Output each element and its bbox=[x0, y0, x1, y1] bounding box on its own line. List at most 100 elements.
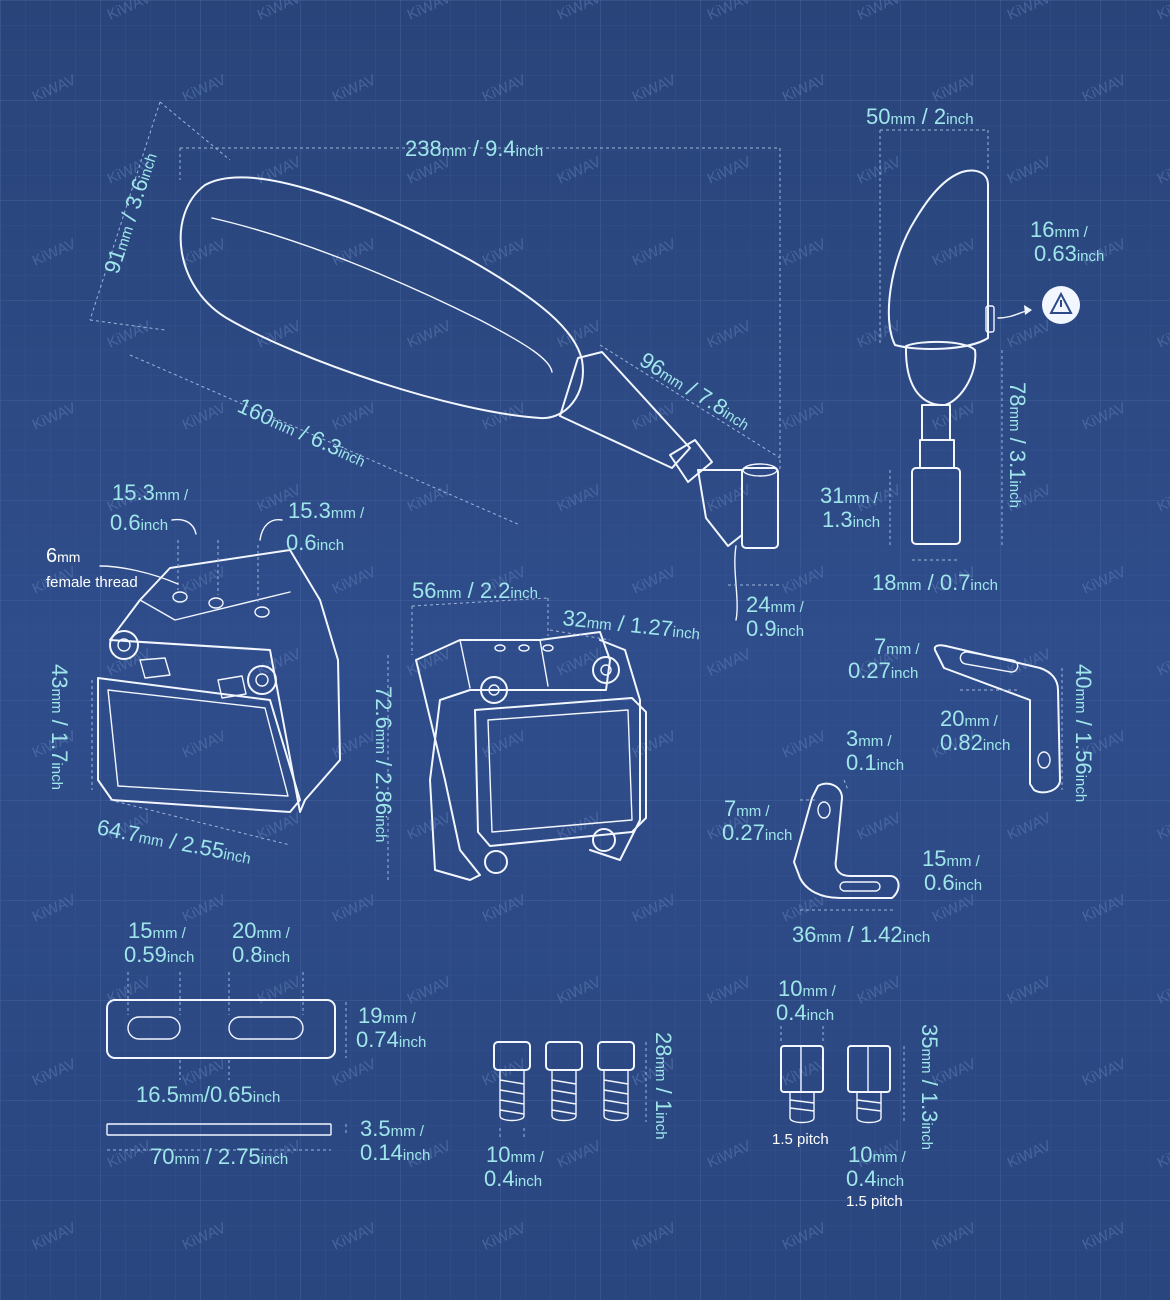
front-turn-signal bbox=[985, 305, 995, 333]
bracket-bottom-slot-label-alt: 0.6inch bbox=[924, 870, 982, 895]
bolt-diameter-label: 10mm / bbox=[486, 1142, 545, 1167]
bracket-bottom-slot-label: 15mm / bbox=[922, 846, 981, 871]
front-width-label: 50mm / 2inch bbox=[866, 104, 974, 129]
bolt-2 bbox=[545, 1041, 583, 1122]
mirror-front-view bbox=[879, 129, 1080, 561]
clamp-hole-arrow-b bbox=[259, 519, 283, 541]
clamp-hole-arrow-a bbox=[171, 518, 197, 535]
signal-callout-arrowhead bbox=[1024, 305, 1032, 315]
adapter-top-width-label-alt: 0.4inch bbox=[776, 1000, 834, 1025]
front-height-label: 78mm / 3.1inch bbox=[1005, 382, 1030, 508]
clamp-center-hole-2 bbox=[518, 644, 530, 652]
plate-height-label-alt: 0.74inch bbox=[356, 1027, 426, 1052]
bolt-diameter-label-alt: 0.4inch bbox=[484, 1166, 542, 1191]
adapter-pitch-b-label: 1.5 pitch bbox=[846, 1193, 903, 1210]
clamp-left-latch-2 bbox=[217, 675, 247, 699]
plate-slot-a-label: 15mm / bbox=[128, 918, 187, 943]
clamp-center-bolt-right-inner bbox=[600, 664, 612, 676]
clamp-center-hole-1 bbox=[494, 644, 506, 652]
bracket-bottom-slot bbox=[839, 881, 881, 892]
plate-slot-b bbox=[228, 1016, 304, 1040]
mirror-head-outline bbox=[179, 176, 584, 420]
clamp-left-box-face bbox=[107, 689, 289, 797]
clamp-hole-b-label-alt: 0.6inch bbox=[286, 530, 344, 555]
bolt-1-thread bbox=[499, 1069, 525, 1122]
warning-icon bbox=[1049, 291, 1073, 314]
bracket-top-slot-length-label-alt: 0.82inch bbox=[940, 730, 1010, 755]
plate-height-label: 19mm / bbox=[358, 1003, 417, 1028]
plate-slot-b-label: 20mm / bbox=[232, 918, 291, 943]
mirror-head-crease bbox=[211, 217, 553, 373]
mirror-mount-top bbox=[742, 463, 778, 477]
clamp-center-bolt-bottom-left bbox=[484, 850, 508, 874]
clamp-center-bolt-right bbox=[592, 656, 620, 684]
clamp-center-box bbox=[474, 697, 647, 847]
mirror-stem bbox=[559, 351, 691, 469]
thread-size-label: 6mm bbox=[46, 545, 80, 567]
signal-size-label: 16mm / bbox=[1030, 217, 1089, 242]
clamp-left-bolt-right bbox=[247, 665, 277, 695]
mirror-elbow bbox=[697, 469, 743, 547]
bolt-2-thread bbox=[551, 1069, 577, 1122]
brand-watermark: KiWAV bbox=[1155, 0, 1170, 24]
bracket-bottom-body bbox=[793, 782, 900, 899]
clamp-left-hole-1 bbox=[172, 591, 188, 603]
dim-line-mirror-height bbox=[89, 101, 161, 321]
bracket-top-hole bbox=[1037, 751, 1051, 769]
adapter-bottom-width-label-alt: 0.4inch bbox=[846, 1166, 904, 1191]
clamp-left-hole-3 bbox=[254, 606, 270, 618]
dim-line-mirror-head bbox=[129, 354, 521, 526]
clamp-center-bolt-left bbox=[480, 676, 508, 704]
plate-spacing-label: 16.5mm/0.65inch bbox=[136, 1082, 280, 1107]
adapters bbox=[780, 1026, 905, 1124]
adapter-1 bbox=[780, 1045, 824, 1124]
adapter-2 bbox=[847, 1045, 891, 1124]
bolt-length-label: 28mm / 1inch bbox=[651, 1032, 676, 1140]
bracket-bottom-hole-label-alt: 0.27inch bbox=[722, 820, 792, 845]
bracket-top-height-label: 40mm / 1.56inch bbox=[1071, 664, 1096, 802]
bolts bbox=[493, 1041, 647, 1140]
clamp-left-bolt-left bbox=[109, 630, 139, 660]
clamp-left-top-edge bbox=[139, 591, 291, 621]
bracket-top-body bbox=[933, 644, 1061, 794]
mirror-stem-collar bbox=[669, 439, 713, 483]
front-mount-block bbox=[911, 467, 961, 545]
plate-body bbox=[106, 999, 336, 1059]
plate-thickness-label: 3.5mm / bbox=[360, 1116, 425, 1141]
bracket-top bbox=[933, 644, 1063, 794]
bracket-bottom-hole bbox=[817, 801, 831, 819]
clamp-hole-b-label: 15.3mm / bbox=[288, 498, 365, 523]
clamp-center-height-label: 72.6mm / 2.86inch bbox=[371, 686, 396, 843]
clamp-center-side bbox=[589, 639, 641, 861]
bracket-bottom-hole-label: 7mm / bbox=[724, 796, 770, 821]
front-mirror-neck bbox=[904, 340, 977, 407]
mirror-wire bbox=[734, 545, 738, 621]
dim-line-bracket-bottom-thickness bbox=[843, 779, 849, 791]
mirror-base-label-alt: 0.9inch bbox=[746, 616, 804, 641]
clamp-left-height-label: 43mm / 1.7inch bbox=[47, 664, 72, 790]
bracket-bottom-thickness-label-alt: 0.1inch bbox=[846, 750, 904, 775]
front-base-width-label: 18mm / 0.7inch bbox=[872, 570, 998, 595]
clamp-center-width-label: 56mm / 2.2inch bbox=[412, 578, 538, 603]
plate-slot-a-label-alt: 0.59inch bbox=[124, 942, 194, 967]
adapter-top-width-label: 10mm / bbox=[778, 976, 837, 1001]
bracket-bottom-thickness-label: 3mm / bbox=[846, 726, 892, 751]
bracket-top-slot bbox=[959, 651, 1019, 673]
bracket-bottom bbox=[793, 779, 900, 911]
mirror-length-label: 238mm / 9.4inch bbox=[405, 136, 543, 161]
thread-callout-line bbox=[99, 565, 179, 585]
clamp-center-frame bbox=[415, 631, 611, 881]
plate-slot-b-label-alt: 0.8inch bbox=[232, 942, 290, 967]
clamp-center bbox=[387, 597, 647, 881]
plate-length-label: 70mm / 2.75inch bbox=[150, 1144, 288, 1169]
mirror-mount-block bbox=[741, 467, 779, 549]
clamp-left-box bbox=[97, 677, 301, 813]
adapter-height-label: 35mm / 1.3inch bbox=[917, 1024, 942, 1150]
adapter-2-thread bbox=[856, 1091, 882, 1124]
clamp-hole-a-label-alt: 0.6inch bbox=[110, 510, 168, 535]
front-base-height-label: 31mm / bbox=[820, 483, 879, 508]
dim-tick-mirror-height-b bbox=[89, 319, 166, 331]
